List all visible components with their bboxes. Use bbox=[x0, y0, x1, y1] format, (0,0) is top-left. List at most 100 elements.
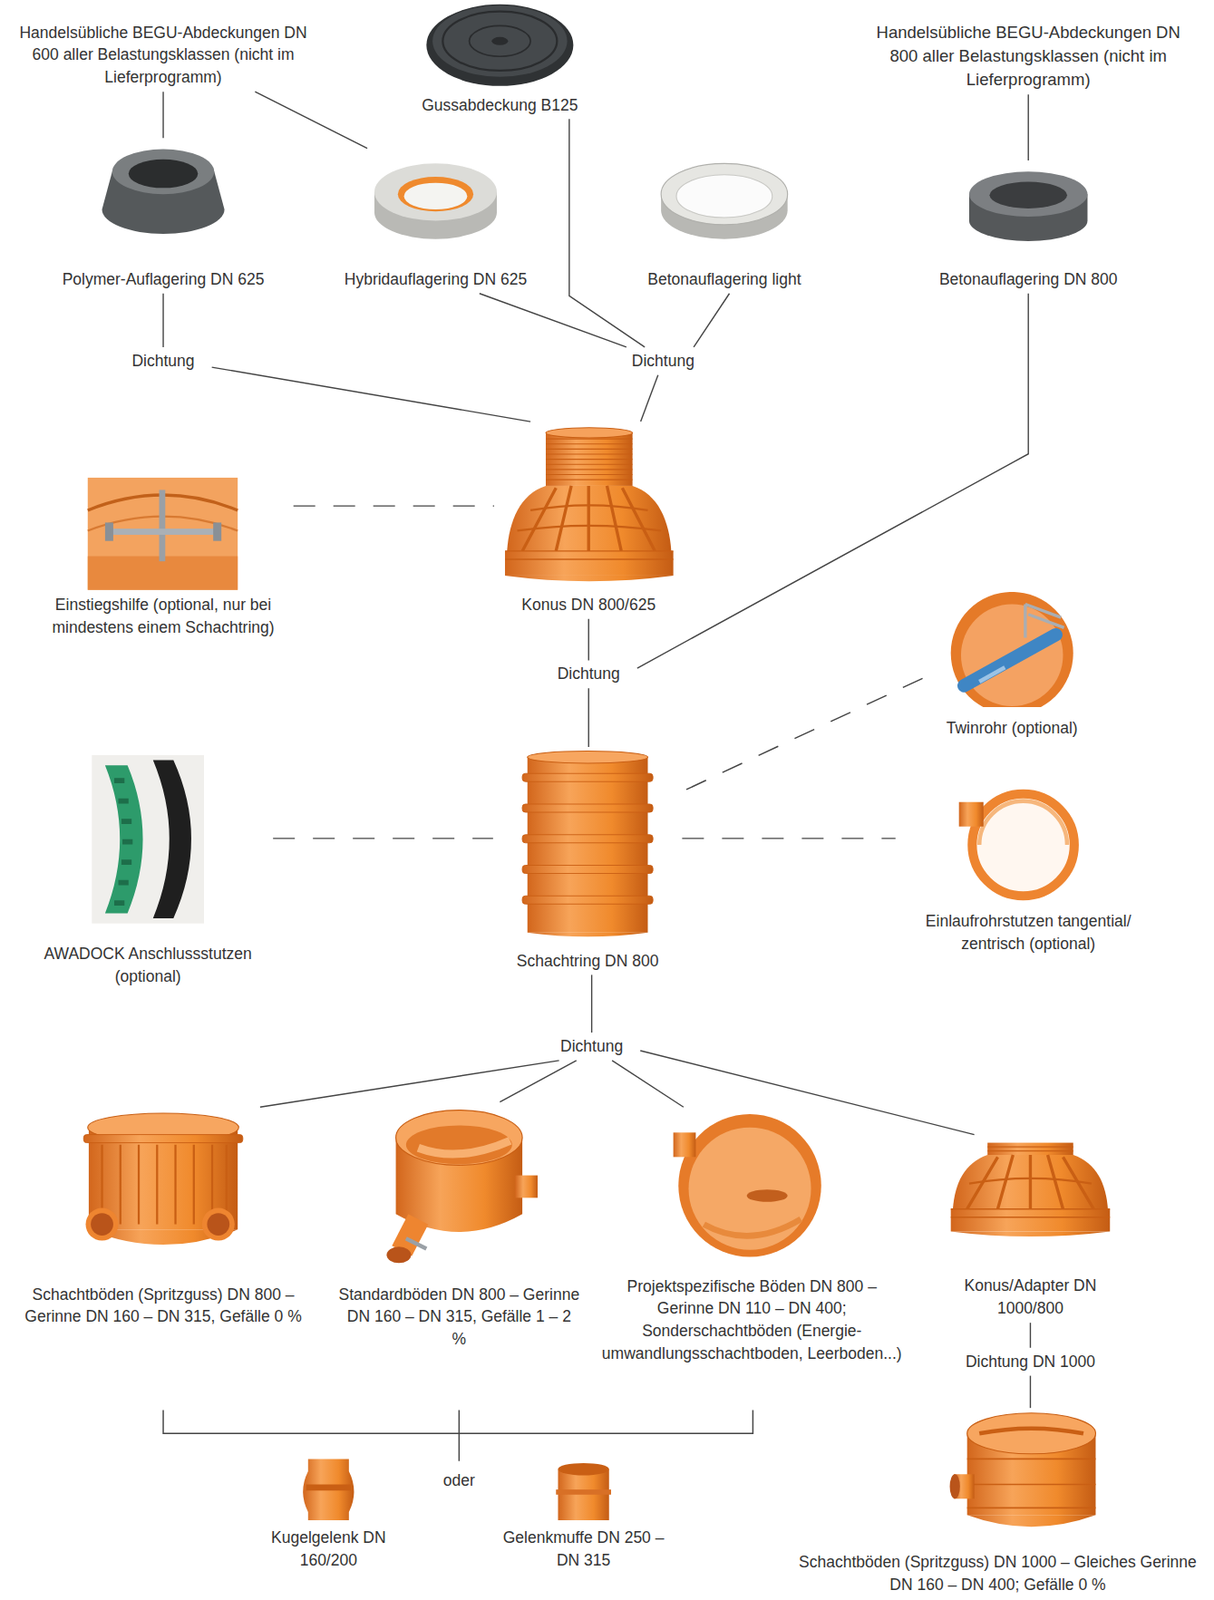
connector-line bbox=[611, 1060, 684, 1108]
standard-base bbox=[386, 1246, 411, 1263]
cone-800-625 bbox=[545, 432, 633, 486]
polymer-ring bbox=[112, 149, 215, 195]
standard-base bbox=[396, 1110, 524, 1166]
node-caption: AWADOCK Anschlussstutzen (optional) bbox=[25, 942, 271, 989]
cone-800-625 bbox=[505, 427, 674, 582]
base-injection-1000 bbox=[967, 1458, 1097, 1508]
connector-line bbox=[640, 375, 659, 422]
product-node: Handelsübliche BEGU-Abdeckungen DN 600 a… bbox=[9, 21, 317, 90]
product-node: Dichtung bbox=[617, 349, 709, 373]
base-injection-1000 bbox=[950, 1474, 961, 1499]
cone-adapter-1000 bbox=[987, 1146, 1074, 1152]
hybrid-ring bbox=[374, 163, 497, 221]
project-base bbox=[703, 1219, 801, 1236]
awadock-photo bbox=[91, 755, 204, 924]
product-node: Standardböden DN 800 – Gerinne DN 160 – … bbox=[336, 1105, 582, 1351]
ball-joint bbox=[306, 1485, 352, 1492]
base-injection-1000 bbox=[967, 1515, 1097, 1527]
cast-cover bbox=[469, 25, 532, 57]
node-caption: Gussabdeckung B125 bbox=[407, 94, 593, 117]
product-node: Dichtung DN 1000 bbox=[948, 1350, 1112, 1374]
cone-adapter-1000 bbox=[952, 1155, 1108, 1210]
base-injection-800 bbox=[202, 1208, 235, 1242]
connector-line bbox=[212, 367, 531, 422]
connector-line bbox=[1029, 1376, 1031, 1409]
joint-sleeve bbox=[557, 1463, 609, 1477]
cast-cover bbox=[426, 4, 574, 87]
cone-adapter-1000 bbox=[967, 1155, 1095, 1210]
project-base bbox=[678, 1114, 822, 1258]
standard-base bbox=[406, 1125, 513, 1165]
cone-800-625 bbox=[545, 438, 633, 480]
connector-line bbox=[588, 688, 590, 748]
product-node: Einstiegshilfe (optional, nur bei mindes… bbox=[35, 475, 291, 639]
cast-cover bbox=[432, 5, 568, 78]
shaft-ring bbox=[527, 750, 649, 764]
cone-adapter-1000 bbox=[951, 1231, 1111, 1237]
access-aid-photo bbox=[159, 489, 166, 562]
polymer-ring bbox=[102, 149, 225, 234]
cone-adapter-1000 bbox=[987, 1143, 1074, 1156]
shaft-ring bbox=[527, 757, 649, 933]
node-caption: Handelsübliche BEGU-Abdeckungen DN 600 a… bbox=[9, 21, 317, 90]
product-node: Betonauflagering light bbox=[621, 151, 826, 292]
twin-pipe-photo bbox=[963, 634, 1056, 686]
connector-line bbox=[254, 91, 368, 148]
connector-line bbox=[591, 974, 593, 1033]
node-caption: Dichtung bbox=[617, 349, 709, 373]
standard-base bbox=[417, 1140, 510, 1155]
cast-cover bbox=[426, 4, 574, 87]
standard-base bbox=[514, 1175, 538, 1199]
base-injection-800 bbox=[90, 1213, 114, 1236]
choice-bracket bbox=[163, 1409, 753, 1461]
connector-line bbox=[681, 837, 895, 839]
node-caption: Handelsübliche BEGU-Abdeckungen DN 800 a… bbox=[864, 20, 1192, 93]
node-caption: Schachtring DN 800 bbox=[495, 950, 680, 973]
awadock-photo bbox=[91, 755, 204, 924]
connector-line bbox=[499, 1060, 576, 1103]
shaft-ring bbox=[522, 835, 653, 844]
project-base bbox=[747, 1189, 788, 1203]
project-base bbox=[689, 1127, 812, 1251]
product-node: Kugelgelenk DN 160/200 bbox=[257, 1451, 401, 1573]
node-caption: Dichtung bbox=[545, 1035, 638, 1059]
base-injection-800 bbox=[83, 1135, 243, 1144]
inlet-socket bbox=[959, 802, 984, 827]
standard-base bbox=[406, 1238, 428, 1249]
concrete-ring-light bbox=[676, 174, 773, 218]
twin-pipe-photo bbox=[951, 592, 1074, 708]
connector-line bbox=[693, 293, 729, 348]
twin-pipe-photo bbox=[979, 667, 1005, 682]
cone-800-625 bbox=[506, 485, 671, 552]
node-caption: Dichtung bbox=[543, 662, 635, 686]
base-injection-1000 bbox=[979, 1428, 1084, 1435]
node-caption: Dichtung bbox=[116, 349, 209, 373]
standard-base bbox=[401, 1219, 418, 1252]
twin-pipe-photo bbox=[961, 603, 1064, 707]
twin-pipe-photo bbox=[951, 592, 1074, 708]
connector-line bbox=[1028, 94, 1030, 161]
cone-800-625 bbox=[505, 551, 674, 560]
product-node: Dichtung bbox=[545, 1035, 638, 1059]
connector-line bbox=[162, 91, 164, 138]
product-node: Gussabdeckung B125 bbox=[407, 1, 593, 117]
product-node: Twinrohr (optional) bbox=[925, 592, 1099, 740]
cone-800-625 bbox=[522, 485, 655, 552]
product-node: Projektspezifische Böden DN 800 – Gerinn… bbox=[598, 1109, 905, 1366]
connector-line bbox=[637, 293, 1029, 669]
polymer-ring bbox=[128, 159, 199, 189]
node-caption: Standardböden DN 800 – Gerinne DN 160 – … bbox=[336, 1283, 582, 1352]
cast-cover bbox=[442, 11, 557, 71]
concrete-ring-dn800 bbox=[969, 171, 1088, 217]
choice-bracket bbox=[163, 1409, 753, 1461]
awadock-photo bbox=[153, 760, 192, 919]
awadock-photo bbox=[114, 780, 133, 904]
product-node: Schachtböden (Spritzguss) DN 1000 – Glei… bbox=[793, 1410, 1202, 1597]
node-caption: Kugelgelenk DN 160/200 bbox=[257, 1526, 401, 1573]
product-node: Polymer-Auflagering DN 625 bbox=[35, 140, 291, 291]
node-caption: Einstiegshilfe (optional, nur bei mindes… bbox=[35, 593, 291, 640]
node-caption: Schachtböden (Spritzguss) DN 1000 – Glei… bbox=[793, 1551, 1202, 1597]
concrete-ring-light bbox=[660, 163, 788, 239]
node-caption: Gelenkmuffe DN 250 – DN 315 bbox=[496, 1526, 671, 1573]
